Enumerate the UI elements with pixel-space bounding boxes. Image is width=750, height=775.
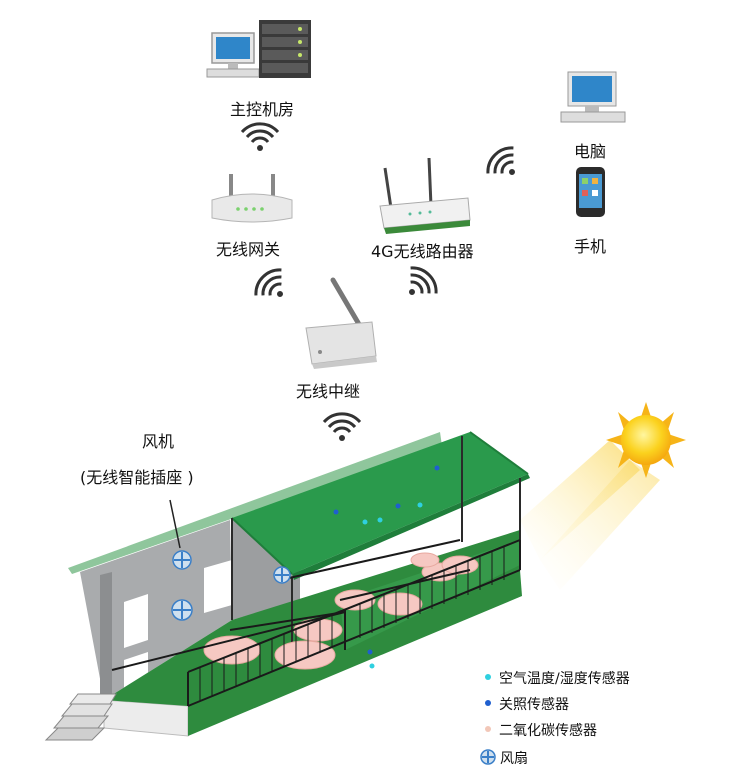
wireless-gateway-label: 无线网关: [216, 240, 281, 259]
wireless-relay-label: 无线中继: [296, 382, 361, 401]
fan-label-pointer: [169, 499, 181, 549]
fan-icon: [171, 599, 193, 621]
fan-label-subtitle: (无线智能插座 ): [80, 468, 194, 487]
entrance-stairs: [44, 693, 117, 741]
computer-icon: [560, 71, 626, 123]
pen-fences: [111, 539, 521, 707]
legend-item-temp-humidity: 空气温度/湿度传感器: [499, 671, 630, 687]
legend-dot-icon: [485, 674, 491, 680]
legend-dot-icon: [485, 726, 491, 732]
legend-markers: [480, 674, 496, 765]
server-room-label: 主控机房: [230, 100, 295, 119]
server-room-icon: [206, 20, 311, 78]
sunlight-beams: [520, 440, 660, 590]
computer-label: 电脑: [574, 142, 607, 161]
legend-item-fan: 风扇: [500, 751, 528, 767]
legend-item-light: 关照传感器: [499, 697, 569, 713]
fence-pickets: [199, 546, 505, 701]
wireless-relay-icon: [305, 277, 377, 369]
sensor-dots: [333, 465, 440, 669]
legend-dot-icon: [485, 700, 491, 706]
fan-icon: [273, 566, 291, 584]
legend-item-co2: 二氧化碳传感器: [499, 723, 597, 739]
mobile-phone-label: 手机: [574, 237, 607, 256]
wall-fans: [171, 550, 291, 621]
wifi-icon-relay: [322, 412, 362, 441]
wireless-gateway-icon: [211, 174, 293, 223]
router-4g-label: 4G无线路由器: [371, 242, 474, 261]
sun-icon: [606, 402, 686, 478]
wifi-icon-gateway: [254, 268, 283, 297]
wifi-icon-router: [409, 266, 438, 295]
mobile-phone-icon: [576, 167, 605, 217]
4g-router-icon: [379, 157, 471, 234]
legend-fan-icon: [480, 749, 496, 765]
wifi-icon-server: [240, 122, 280, 151]
fan-label-title: 风机: [142, 432, 175, 451]
wifi-icon-phone-link: [486, 146, 515, 175]
fan-icon: [172, 550, 192, 570]
